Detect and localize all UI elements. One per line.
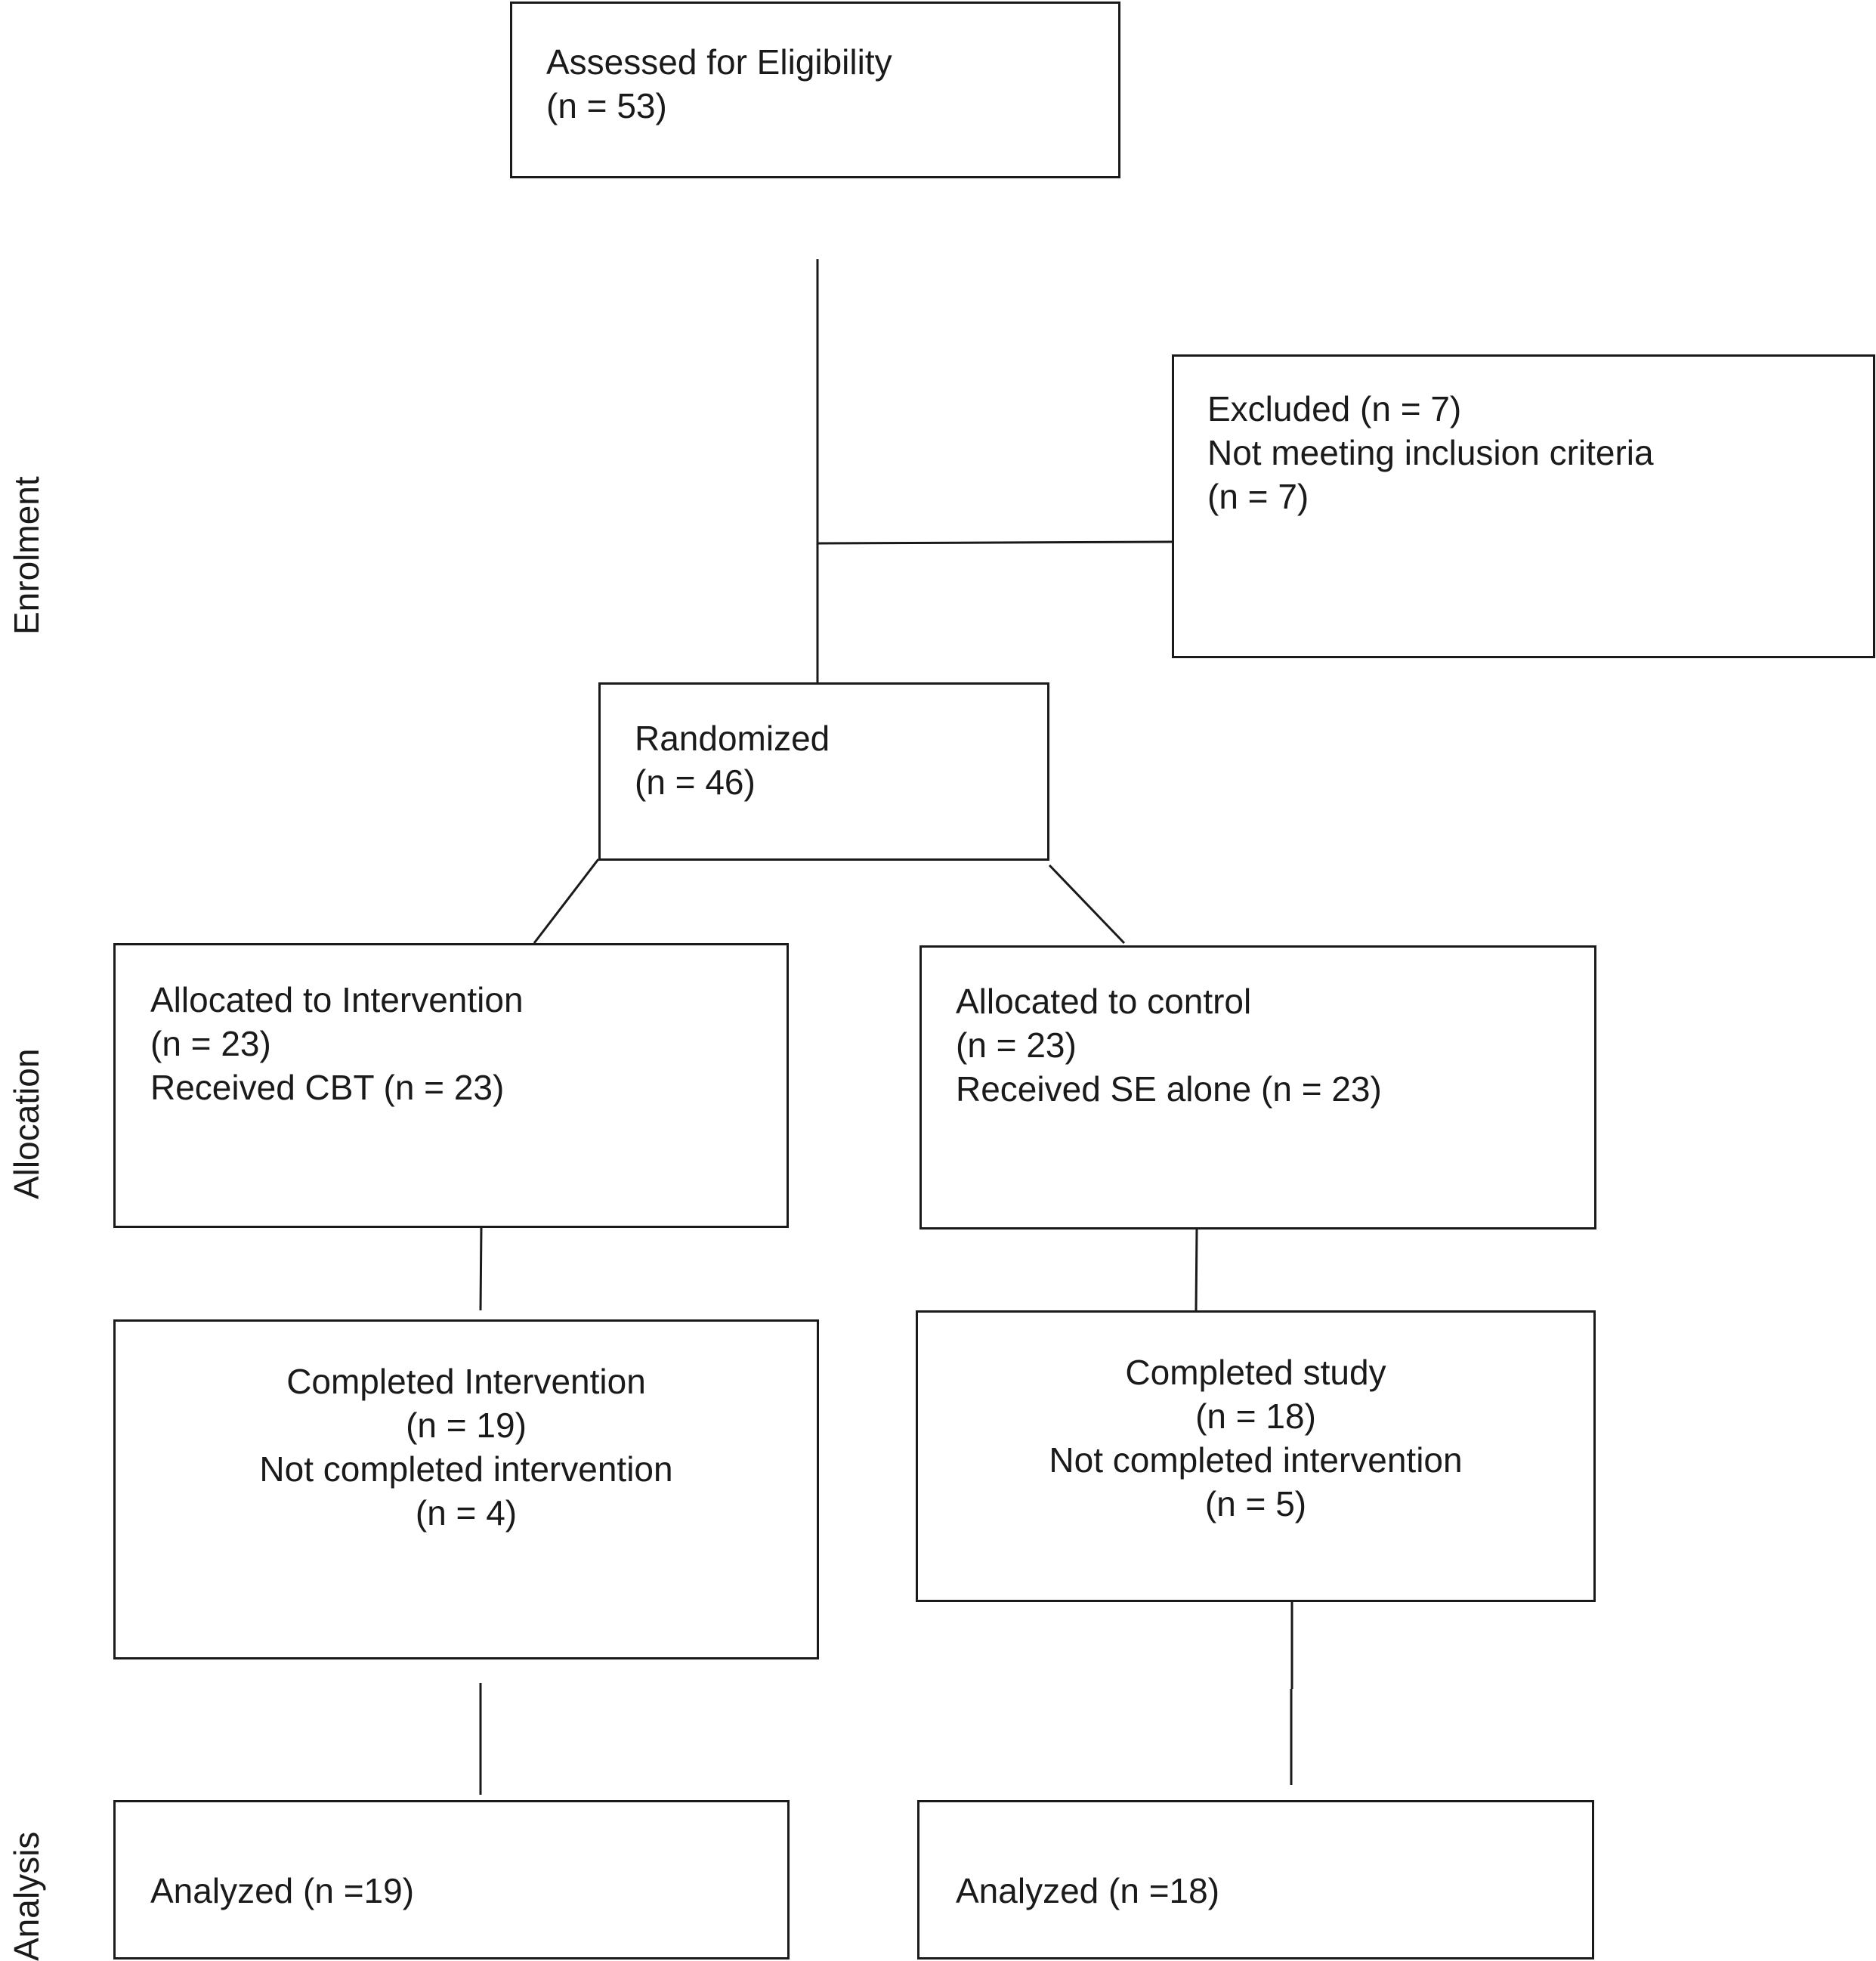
assessed-count: (n = 53) [546, 86, 667, 125]
randomized-count: (n = 46) [635, 762, 756, 802]
box-analyzed-intervention: Analyzed (n =19) [113, 1800, 790, 1959]
allocated-intervention-received: Received CBT (n = 23) [150, 1068, 505, 1107]
phase-label-allocation: Allocation [7, 1048, 46, 1199]
allocated-control-count: (n = 23) [956, 1025, 1077, 1065]
completed-study-count: (n = 18) [1195, 1397, 1316, 1436]
analyzed-control-label: Analyzed (n =18) [956, 1871, 1220, 1910]
randomized-title: Randomized [635, 719, 830, 758]
phase-label-analysis: Analysis [7, 1831, 46, 1961]
excluded-count: (n = 7) [1207, 477, 1309, 516]
not-completed-study-count: (n = 5) [1204, 1484, 1307, 1523]
connector-randomized-to-intervention [533, 858, 600, 944]
box-completed-intervention: Completed Intervention (n = 19) Not comp… [113, 1319, 819, 1659]
connector-randomized-to-control [1048, 864, 1126, 945]
box-analyzed-control: Analyzed (n =18) [917, 1800, 1594, 1959]
connector-control-to-completed [1195, 1229, 1198, 1311]
excluded-title: Excluded (n = 7) [1207, 389, 1462, 428]
not-completed-study-label: Not completed intervention [1049, 1440, 1463, 1480]
completed-study-title: Completed study [1125, 1353, 1386, 1392]
not-completed-intervention-label: Not completed intervention [259, 1449, 673, 1489]
box-allocated-control: Allocated to control (n = 23) Received S… [919, 945, 1596, 1229]
box-assessed-for-eligibility: Assessed for Eligibility (n = 53) [510, 2, 1120, 178]
not-completed-intervention-count: (n = 4) [415, 1493, 518, 1533]
allocated-intervention-title: Allocated to Intervention [150, 980, 524, 1019]
allocated-control-received: Received SE alone (n = 23) [956, 1069, 1382, 1109]
excluded-reason: Not meeting inclusion criteria [1207, 433, 1654, 472]
phase-label-enrolment: Enrolment [7, 476, 46, 635]
completed-intervention-title: Completed Intervention [286, 1362, 646, 1401]
allocated-intervention-count: (n = 23) [150, 1024, 271, 1063]
connector-to-excluded [817, 540, 1173, 545]
box-excluded: Excluded (n = 7) Not meeting inclusion c… [1172, 354, 1875, 658]
box-allocated-intervention: Allocated to Intervention (n = 23) Recei… [113, 943, 789, 1228]
assessed-title: Assessed for Eligibility [546, 42, 892, 82]
box-randomized: Randomized (n = 46) [598, 682, 1049, 861]
allocated-control-title: Allocated to control [956, 982, 1252, 1021]
analyzed-intervention-label: Analyzed (n =19) [150, 1871, 415, 1910]
box-completed-study: Completed study (n = 18) Not completed i… [916, 1310, 1596, 1602]
completed-intervention-count: (n = 19) [406, 1406, 527, 1445]
